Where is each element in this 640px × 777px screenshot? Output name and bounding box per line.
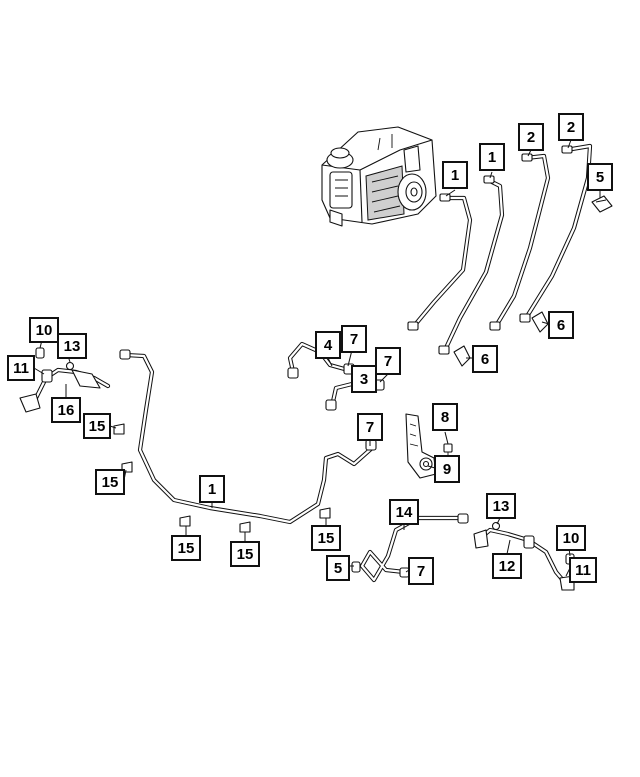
callout-15-c: 15 xyxy=(178,540,195,557)
banjo-bolt-10-left xyxy=(35,347,45,359)
callout-5-lower: 5 xyxy=(334,560,342,577)
callout-6-right: 6 xyxy=(557,317,565,334)
callout-7-b: 7 xyxy=(384,353,392,370)
washer-13-right xyxy=(491,521,501,531)
callout-2-a: 2 xyxy=(527,129,535,146)
callout-7-d: 7 xyxy=(417,563,425,580)
callout-7-a: 7 xyxy=(350,331,358,348)
callout-1-rear: 1 xyxy=(208,481,216,498)
rear-brake-tube xyxy=(119,349,377,525)
tube-fittings xyxy=(407,145,573,355)
callout-15-d: 15 xyxy=(237,546,254,563)
callout-4: 4 xyxy=(324,337,333,354)
callout-labels: 1 1 1 2 2 3 4 5 5 6 6 7 7 7 7 8 9 10 10 … xyxy=(13,119,604,580)
callout-3: 3 xyxy=(360,371,368,388)
callout-13-right: 13 xyxy=(493,498,510,515)
callout-13-left: 13 xyxy=(64,338,81,355)
callout-16: 16 xyxy=(58,402,75,419)
callout-8: 8 xyxy=(441,409,449,426)
callout-2-b: 2 xyxy=(567,119,575,136)
rubber-isolator-5 xyxy=(591,195,613,213)
rubber-isolator-5-lower xyxy=(351,561,361,573)
callout-10-right: 10 xyxy=(563,530,580,547)
callout-6-left: 6 xyxy=(481,351,489,368)
callout-15-b: 15 xyxy=(102,474,119,491)
front-brake-tubes xyxy=(411,143,593,353)
callout-10-left: 10 xyxy=(36,322,53,339)
bracket-9 xyxy=(405,413,437,479)
callout-boxes xyxy=(7,113,613,585)
abs-hydraulic-module xyxy=(321,126,437,227)
retaining-clip-15 xyxy=(113,423,331,533)
washer-13-left xyxy=(65,361,75,371)
callout-9: 9 xyxy=(443,461,451,478)
callout-7-c: 7 xyxy=(366,419,374,436)
callout-15-a: 15 xyxy=(89,418,106,435)
brake-hose-16 xyxy=(19,367,111,413)
callout-14: 14 xyxy=(396,504,413,521)
callout-1-front-b: 1 xyxy=(488,149,496,166)
callout-15-e: 15 xyxy=(318,530,335,547)
callout-11-right: 11 xyxy=(575,562,591,579)
callout-5-upper: 5 xyxy=(596,169,604,186)
callout-1-front-a: 1 xyxy=(451,167,459,184)
callout-11-left: 11 xyxy=(13,360,29,377)
callout-12: 12 xyxy=(499,558,516,575)
